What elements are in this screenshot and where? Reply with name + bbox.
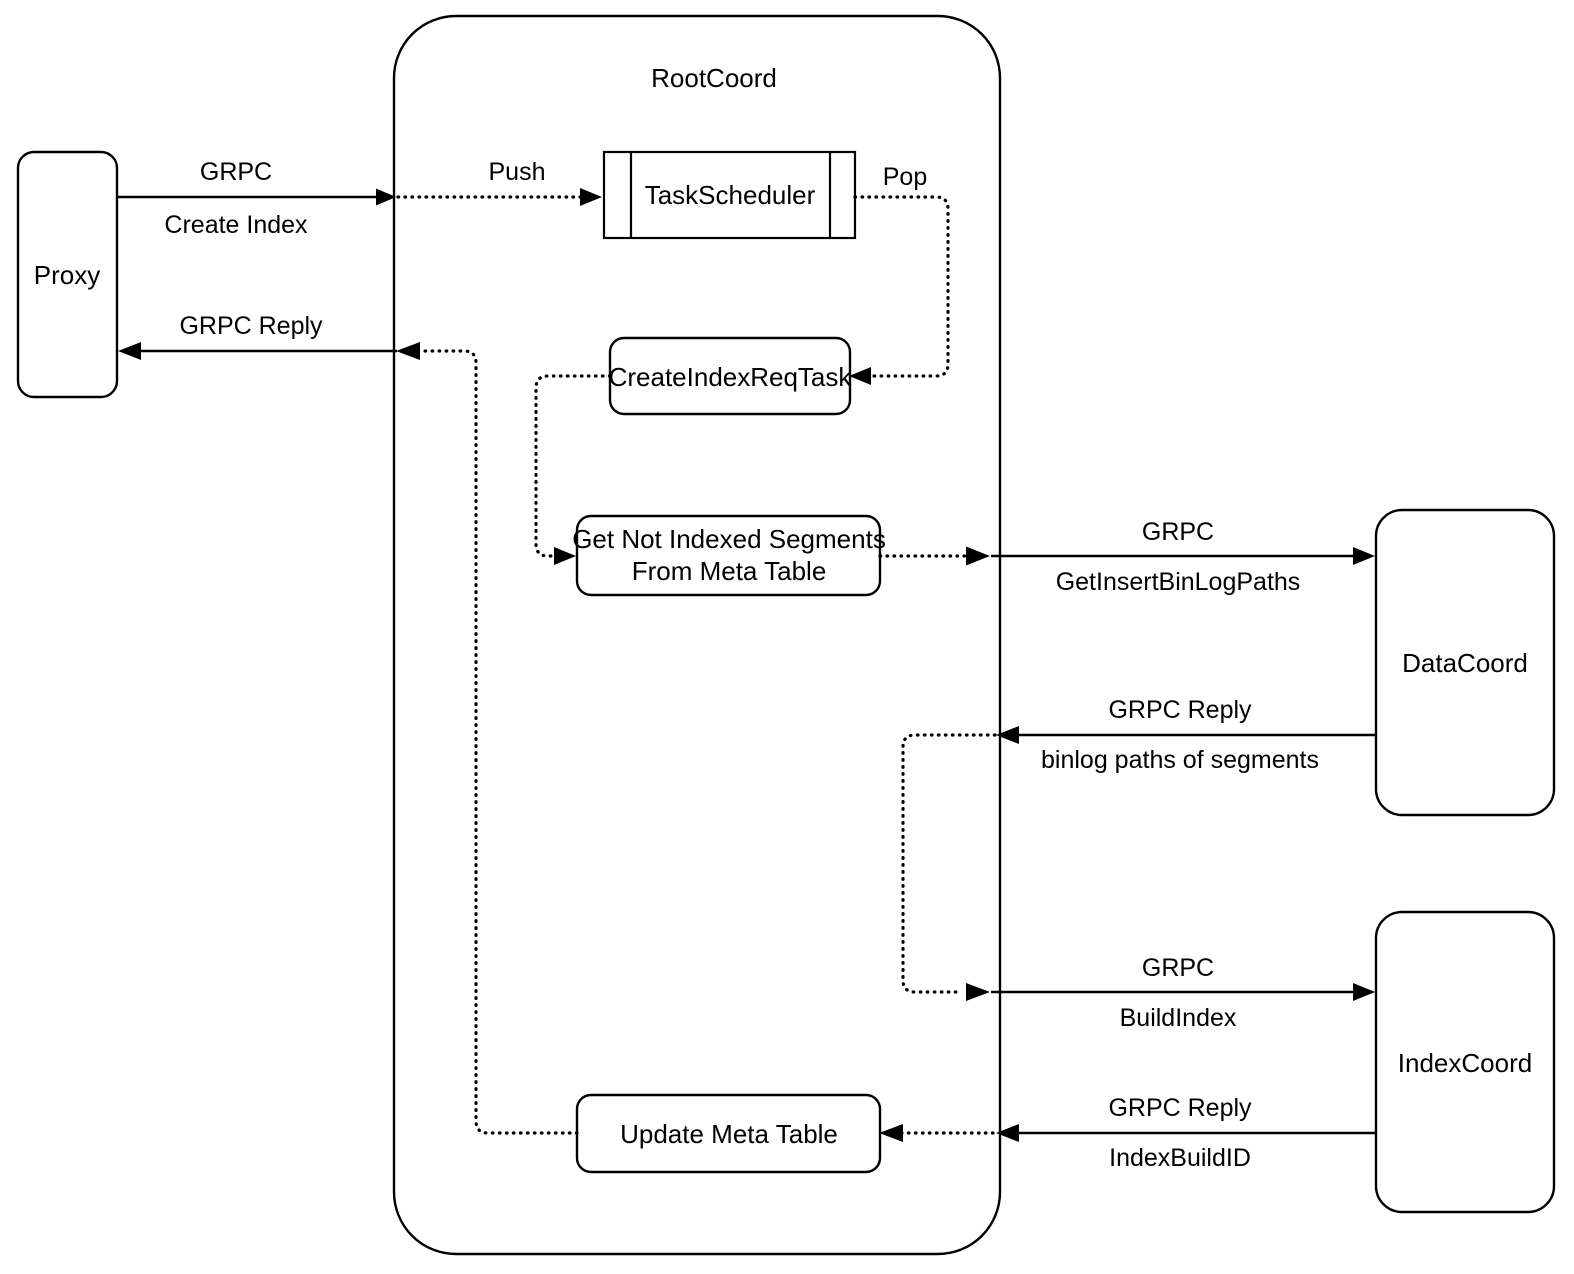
edge-create-to-getsegments-line bbox=[534, 374, 612, 558]
rootcoord-title: RootCoord bbox=[651, 63, 777, 93]
edge-to-datacoord-arrowhead bbox=[1353, 547, 1375, 565]
edge-to-indexcoord-label-line1: GRPC bbox=[1142, 954, 1214, 982]
edge-getsegments-to-boundary bbox=[878, 546, 990, 566]
task-scheduler-box[interactable] bbox=[602, 150, 857, 240]
create-index-req-task-label: CreateIndexReqTask bbox=[609, 362, 853, 392]
edge-rootcoord-to-proxy: GRPC Reply bbox=[118, 312, 397, 360]
get-not-indexed-segments-label-line1: Get Not Indexed Segments bbox=[572, 524, 886, 554]
edge-update-meta-to-reply-line bbox=[422, 349, 579, 1135]
proxy-node[interactable]: Proxy bbox=[16, 150, 119, 399]
rootcoord-boundary bbox=[392, 14, 1002, 1256]
edge-pop-label: Pop bbox=[883, 163, 927, 191]
proxy-box[interactable] bbox=[16, 150, 119, 399]
datacoord-node[interactable]: DataCoord bbox=[1374, 508, 1556, 817]
edge-proxy-to-rootcoord-arrowhead bbox=[376, 188, 396, 206]
edge-indexcoord-to-rootcoord: GRPC Reply IndexBuildID bbox=[996, 1094, 1376, 1172]
edge-reply-to-proxy-label: GRPC Reply bbox=[179, 312, 323, 340]
datacoord-label: DataCoord bbox=[1402, 648, 1528, 678]
edge-rootcoord-to-datacoord: GRPC GetInsertBinLogPaths bbox=[991, 518, 1375, 596]
edge-push-arrowhead bbox=[580, 188, 602, 206]
get-not-indexed-segments-label-line2: From Meta Table bbox=[632, 556, 827, 586]
edge-from-datacoord-label-line2: binlog paths of segments bbox=[1041, 746, 1319, 774]
edge-boundary-to-update-meta-table bbox=[879, 1124, 995, 1142]
edge-update-meta-to-grpc-reply bbox=[396, 342, 579, 1135]
edge-datacoord-to-rootcoord: GRPC Reply binlog paths of segments bbox=[996, 696, 1376, 774]
edge-from-datacoord-label-line1: GRPC Reply bbox=[1108, 696, 1252, 724]
edge-to-indexcoord-label-line2: BuildIndex bbox=[1120, 1004, 1237, 1032]
edge-pop-arrowhead bbox=[849, 367, 871, 385]
edge-from-indexcoord-arrowhead bbox=[996, 1124, 1019, 1142]
edge-pop-to-create-index-req-task: Pop bbox=[849, 163, 950, 385]
edge-to-update-meta-arrowhead bbox=[879, 1124, 903, 1142]
edge-update-meta-to-reply-arrowhead bbox=[396, 342, 420, 360]
datacoord-box[interactable] bbox=[1374, 508, 1556, 817]
edge-from-indexcoord-label-line2: IndexBuildID bbox=[1109, 1144, 1251, 1172]
edge-binlog-to-buildindex-route bbox=[901, 733, 997, 1001]
edge-create-index-req-task-to-get-segments bbox=[534, 374, 612, 565]
edge-create-to-getsegments-arrowhead bbox=[554, 547, 576, 565]
edge-from-datacoord-arrowhead bbox=[996, 726, 1019, 744]
edge-push-to-task-scheduler: Push bbox=[396, 158, 602, 206]
edge-push-label: Push bbox=[489, 158, 546, 186]
edge-proxy-to-rootcoord: GRPC Create Index bbox=[117, 158, 396, 239]
edge-binlog-to-buildindex-arrowhead bbox=[966, 983, 990, 1001]
update-meta-table-node[interactable]: Update Meta Table bbox=[575, 1093, 882, 1174]
task-scheduler-label: TaskScheduler bbox=[645, 180, 816, 210]
indexcoord-box[interactable] bbox=[1374, 910, 1556, 1214]
indexcoord-label: IndexCoord bbox=[1398, 1048, 1532, 1078]
edge-pop-line bbox=[853, 195, 950, 378]
edge-getsegments-to-boundary-arrowhead bbox=[966, 546, 990, 566]
edge-to-datacoord-label-line2: GetInsertBinLogPaths bbox=[1056, 568, 1301, 596]
update-meta-table-label: Update Meta Table bbox=[620, 1119, 838, 1149]
rootcoord-container: RootCoord bbox=[392, 14, 1002, 1256]
proxy-label: Proxy bbox=[34, 260, 100, 290]
task-scheduler-node[interactable]: TaskScheduler bbox=[602, 150, 857, 240]
edge-proxy-to-rootcoord-label-line1: GRPC bbox=[200, 158, 272, 186]
edge-binlog-to-buildindex-line bbox=[901, 733, 997, 994]
indexcoord-node[interactable]: IndexCoord bbox=[1374, 910, 1556, 1214]
edge-to-datacoord-label-line1: GRPC bbox=[1142, 518, 1214, 546]
create-index-req-task-node[interactable]: CreateIndexReqTask bbox=[609, 336, 853, 416]
edge-rootcoord-to-indexcoord: GRPC BuildIndex bbox=[991, 954, 1375, 1032]
edge-from-indexcoord-label-line1: GRPC Reply bbox=[1108, 1094, 1252, 1122]
edge-to-indexcoord-arrowhead bbox=[1353, 983, 1375, 1001]
edge-reply-to-proxy-arrowhead bbox=[118, 342, 141, 360]
edge-proxy-to-rootcoord-label-line2: Create Index bbox=[164, 211, 308, 239]
get-not-indexed-segments-node[interactable]: Get Not Indexed Segments From Meta Table bbox=[572, 514, 886, 597]
